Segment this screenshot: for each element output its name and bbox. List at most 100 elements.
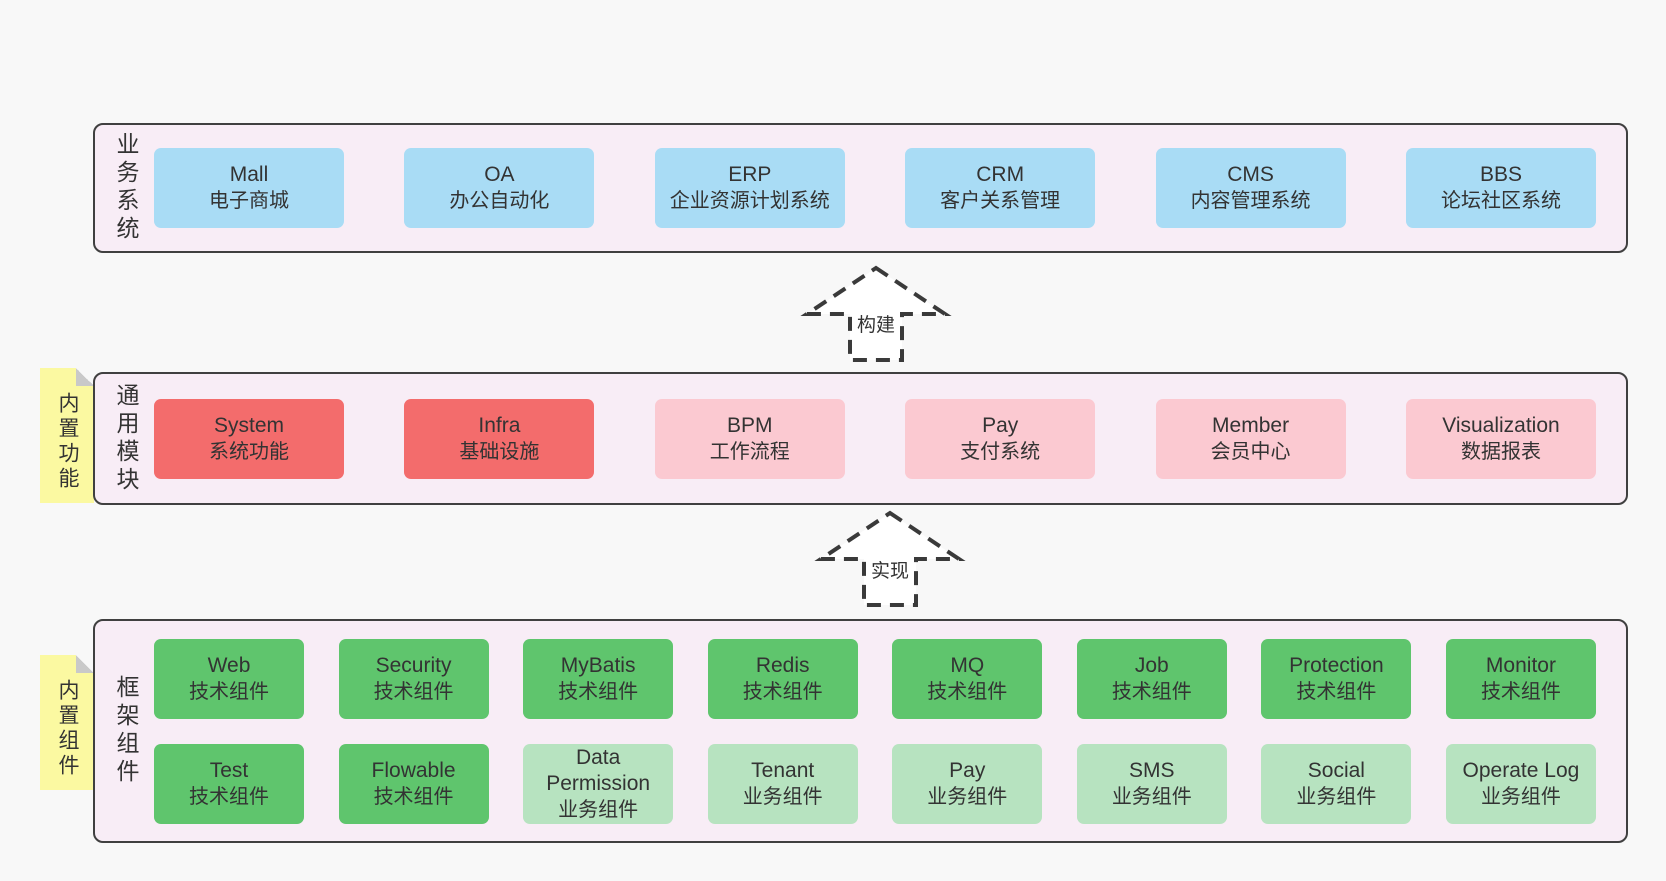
box-social: Social 业务组件	[1261, 743, 1412, 824]
layer-framework-components: 框架组件 Web 技术组件 Security 技术组件 MyBatis 技术组件…	[93, 619, 1628, 843]
box-subtitle: 会员中心	[1210, 440, 1291, 463]
box-pay-business: Pay 业务组件	[892, 743, 1043, 824]
box-title: CRM	[976, 163, 1025, 186]
box-title: Flowable	[371, 758, 456, 782]
box-title: Member	[1212, 413, 1290, 437]
box-test: Test 技术组件	[154, 743, 304, 824]
box-subtitle: 技术组件	[189, 680, 269, 703]
box-subtitle: 业务组件	[1480, 785, 1561, 808]
box-data-permission: Data Permission 业务组件	[523, 743, 674, 824]
box-subtitle: 业务组件	[558, 798, 639, 821]
arrow-build-label: 构建	[852, 310, 900, 337]
box-subtitle: 系统功能	[209, 440, 289, 463]
box-title: Data Permission	[546, 745, 651, 795]
box-subtitle: 支付系统	[960, 440, 1041, 463]
layer-business-systems: 业务系统 Mall 电子商城 OA 办公自动化 ERP 企业资源计划系统 CRM…	[93, 123, 1628, 253]
box-job: Job 技术组件	[1076, 638, 1227, 719]
box-pay: Pay 支付系统	[905, 398, 1096, 479]
box-subtitle: 技术组件	[742, 680, 823, 703]
box-infra: Infra 基础设施	[404, 398, 595, 479]
box-title: Protection	[1289, 653, 1384, 677]
box-mybatis: MyBatis 技术组件	[523, 638, 674, 719]
box-crm: CRM 客户关系管理	[905, 148, 1096, 228]
box-title: Operate Log	[1462, 758, 1580, 782]
box-operate-log: Operate Log 业务组件	[1445, 743, 1596, 824]
box-protection: Protection 技术组件	[1261, 638, 1412, 719]
box-bbs: BBS 论坛社区系统	[1405, 148, 1596, 228]
box-subtitle: 业务组件	[927, 785, 1008, 808]
box-mall: Mall 电子商城	[154, 148, 344, 228]
box-security: Security 技术组件	[338, 638, 489, 719]
box-title: CMS	[1227, 163, 1274, 186]
box-subtitle: 电子商城	[209, 190, 289, 212]
box-subtitle: 基础设施	[459, 440, 540, 463]
box-subtitle: 技术组件	[558, 680, 639, 703]
box-monitor: Monitor 技术组件	[1445, 638, 1596, 719]
box-subtitle: 业务组件	[1296, 785, 1377, 808]
box-subtitle: 技术组件	[373, 680, 454, 703]
framework-rows: Web 技术组件 Security 技术组件 MyBatis 技术组件 Redi…	[154, 638, 1596, 824]
sticky-label: 内置功能	[56, 392, 79, 492]
box-oa: OA 办公自动化	[404, 148, 595, 228]
box-subtitle: 工作流程	[709, 440, 790, 463]
box-flowable: Flowable 技术组件	[338, 743, 489, 824]
box-subtitle: 技术组件	[373, 785, 454, 808]
box-web: Web 技术组件	[154, 638, 304, 719]
box-member: Member 会员中心	[1155, 398, 1346, 479]
box-subtitle: 技术组件	[1296, 680, 1377, 703]
box-bpm: BPM 工作流程	[654, 398, 845, 479]
box-subtitle: 数据报表	[1460, 440, 1541, 463]
box-sms: SMS 业务组件	[1076, 743, 1227, 824]
arrow-implement-label: 实现	[866, 556, 914, 583]
business-boxes-row: Mall 电子商城 OA 办公自动化 ERP 企业资源计划系统 CRM 客户关系…	[154, 148, 1596, 228]
box-subtitle: 技术组件	[1111, 680, 1192, 703]
box-title: MyBatis	[560, 653, 636, 677]
box-title: Job	[1134, 653, 1169, 677]
box-title: Redis	[755, 653, 810, 677]
layer-label-framework-components: 框架组件	[113, 675, 139, 787]
layer-label-common-modules: 通用模块	[113, 382, 139, 495]
box-subtitle: 办公自动化	[449, 190, 550, 212]
box-subtitle: 技术组件	[927, 680, 1008, 703]
box-mq: MQ 技术组件	[892, 638, 1043, 719]
box-subtitle: 技术组件	[189, 785, 269, 808]
box-title: MQ	[950, 653, 985, 677]
box-title: Social	[1307, 758, 1365, 782]
box-subtitle: 论坛社区系统	[1440, 190, 1561, 212]
box-title: Mall	[229, 163, 269, 186]
sticky-note-builtin-features: 内置功能	[40, 368, 94, 503]
box-cms: CMS 内容管理系统	[1155, 148, 1346, 228]
box-tenant: Tenant 业务组件	[707, 743, 858, 824]
box-title: SMS	[1129, 758, 1175, 782]
layer-common-modules: 通用模块 System 系统功能 Infra 基础设施 BPM 工作流程 Pay…	[93, 372, 1628, 505]
box-title: BBS	[1479, 163, 1522, 186]
box-title: Web	[207, 653, 251, 677]
modules-boxes-row: System 系统功能 Infra 基础设施 BPM 工作流程 Pay 支付系统…	[154, 398, 1596, 479]
box-subtitle: 业务组件	[742, 785, 823, 808]
box-title: ERP	[728, 163, 772, 186]
folded-corner-icon	[76, 368, 94, 386]
framework-row-1: Web 技术组件 Security 技术组件 MyBatis 技术组件 Redi…	[154, 638, 1596, 719]
box-title: Pay	[982, 413, 1019, 437]
layer-label-business-systems: 业务系统	[113, 132, 139, 244]
box-title: Test	[209, 758, 249, 782]
sticky-label: 内置组件	[56, 679, 79, 779]
box-subtitle: 企业资源计划系统	[669, 190, 830, 212]
box-subtitle: 内容管理系统	[1190, 190, 1311, 212]
box-title: Infra	[478, 413, 521, 437]
box-visualization: Visualization 数据报表	[1405, 398, 1596, 479]
box-title: Tenant	[751, 758, 815, 782]
box-redis: Redis 技术组件	[707, 638, 858, 719]
box-erp: ERP 企业资源计划系统	[654, 148, 845, 228]
box-title: Pay	[949, 758, 986, 782]
framework-row-2: Test 技术组件 Flowable 技术组件 Data Permission …	[154, 743, 1596, 824]
sticky-note-builtin-components: 内置组件	[40, 655, 94, 790]
box-subtitle: 客户关系管理	[940, 190, 1061, 212]
box-title: Monitor	[1485, 653, 1556, 677]
box-title: System	[213, 413, 284, 437]
box-title: OA	[484, 163, 515, 186]
box-title: Visualization	[1442, 413, 1560, 437]
box-subtitle: 业务组件	[1111, 785, 1192, 808]
box-title: BPM	[727, 413, 773, 437]
folded-corner-icon	[76, 655, 94, 673]
